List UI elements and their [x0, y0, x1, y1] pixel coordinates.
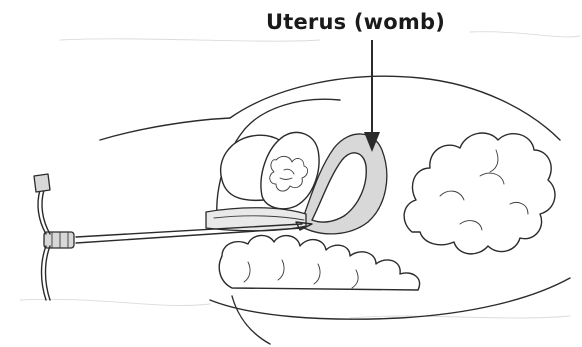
lower-bowel — [219, 235, 419, 290]
bowel — [404, 133, 555, 254]
uterus-arrow — [364, 40, 380, 152]
